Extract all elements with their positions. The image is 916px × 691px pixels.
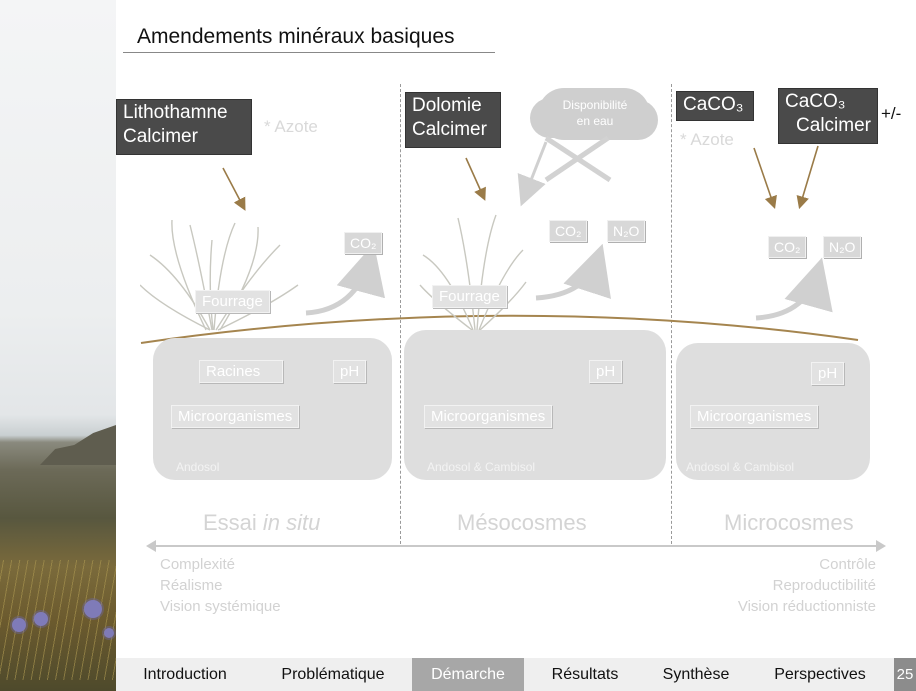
ph-label: pH <box>811 362 845 385</box>
column-separator <box>400 84 401 544</box>
flux-arrow <box>755 257 833 321</box>
co2-chip: CO₂ <box>768 236 807 258</box>
section-microcosms: Microcosmes <box>724 510 854 535</box>
fourrage-label: Fourrage <box>432 285 507 308</box>
nitrogen-note: * Azote <box>680 130 734 149</box>
flower-icon <box>12 618 26 632</box>
gradient-double-arrow <box>146 540 886 552</box>
ph-label: pH <box>589 360 623 383</box>
section-mesocosms: Mésocosmes <box>457 510 587 535</box>
soil-type-label: Andosol & Cambisol <box>686 460 795 474</box>
nav-problematique[interactable]: Problématique <box>281 666 385 683</box>
nav-perspectives[interactable]: Perspectives <box>774 666 866 683</box>
soil-surface-line <box>140 314 859 344</box>
cross-line <box>544 135 610 183</box>
microorganisms-label: Microorganismes <box>424 405 553 428</box>
flux-arrow <box>305 243 386 316</box>
soil-type-label: Andosol <box>176 460 220 474</box>
column-separator <box>671 84 672 544</box>
navigation-bar: Introduction Problématique Démarche Résu… <box>116 658 916 691</box>
n2o-chip: N₂O <box>607 220 646 242</box>
microorganisms-label: Microorganismes <box>171 405 300 428</box>
page-number: 25 <box>894 658 916 691</box>
section-in-situ: Essai in situ <box>203 510 321 535</box>
arrow-caco3-calcimer <box>796 145 819 210</box>
n2o-chip: N₂O <box>823 236 862 258</box>
caco3-label: CaCO₃ <box>676 91 754 121</box>
nav-introduction[interactable]: Introduction <box>143 666 227 683</box>
nav-resultats[interactable]: Résultats <box>551 666 619 683</box>
slide-title: Amendements minéraux basiques <box>137 25 455 48</box>
arrow-caco3 <box>753 147 777 210</box>
co2-chip: CO₂ <box>549 220 588 242</box>
title-underline <box>123 52 495 53</box>
diagram-arrows <box>140 135 859 344</box>
flower-icon <box>34 612 48 626</box>
nitrogen-note: * Azote <box>264 117 318 136</box>
arrow-water <box>517 141 548 207</box>
fourrage-label: Fourrage <box>195 290 270 313</box>
roots-label: Racines <box>199 360 283 383</box>
ph-label: pH <box>333 360 367 383</box>
plant-illustration <box>419 214 527 331</box>
arrow-amendment-1 <box>222 167 246 211</box>
flux-arrow <box>535 243 611 301</box>
flower-icon <box>104 628 114 638</box>
plant-illustration <box>140 219 299 331</box>
arrow-amendment-2 <box>465 157 486 201</box>
soil-type-label: Andosol & Cambisol <box>427 460 536 474</box>
cloud-shape <box>538 88 650 140</box>
plus-minus-label: +/- <box>881 104 902 123</box>
flower-icon <box>84 600 102 618</box>
microorganisms-label: Microorganismes <box>690 405 819 428</box>
co2-chip: CO₂ <box>344 232 383 254</box>
nav-demarche[interactable]: Démarche <box>412 658 524 691</box>
nav-synthese[interactable]: Synthèse <box>662 666 730 683</box>
